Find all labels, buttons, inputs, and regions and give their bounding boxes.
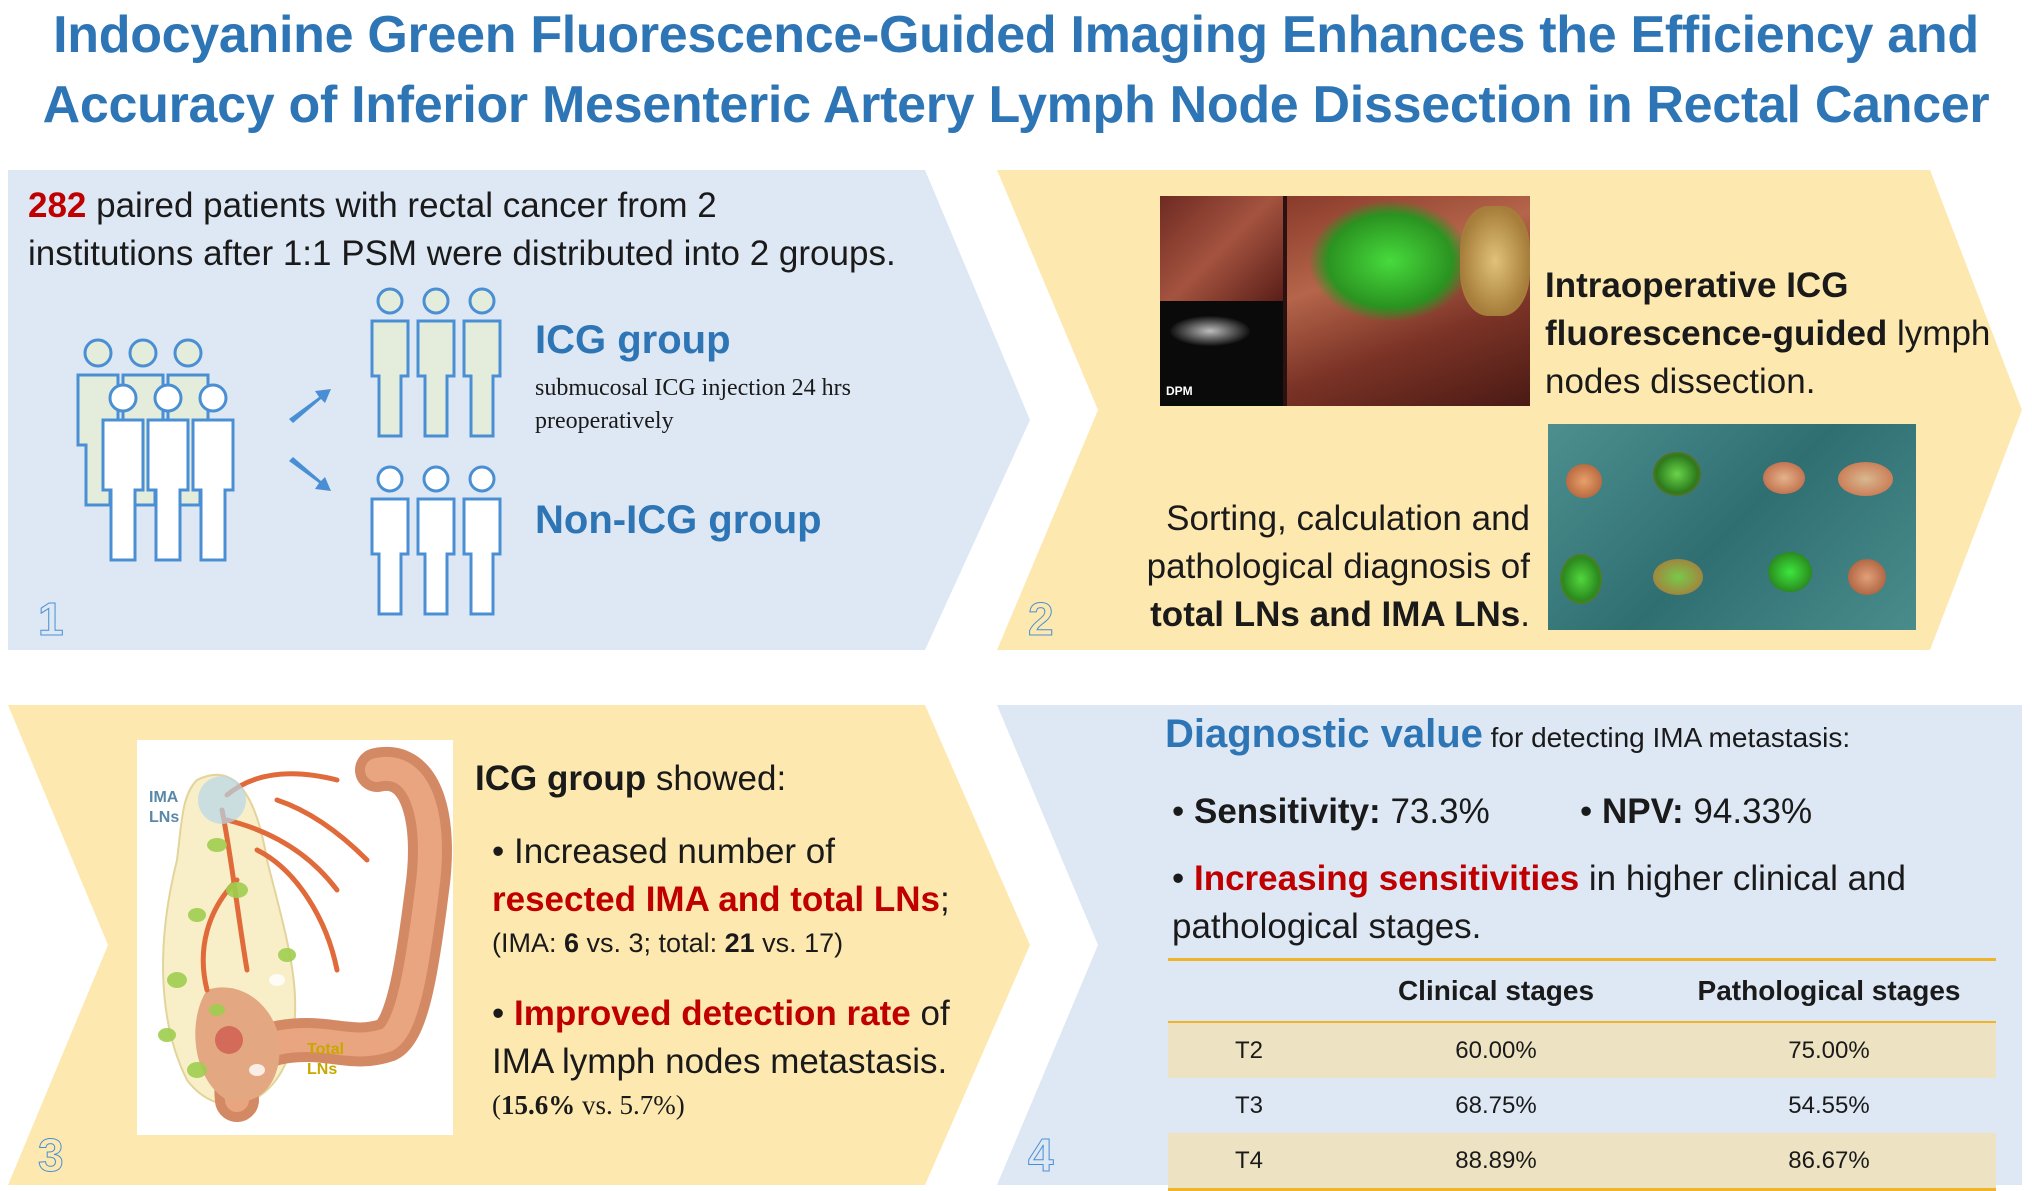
panel-3-number: 3 xyxy=(38,1129,65,1182)
detail2-icg-rate: 15.6% xyxy=(501,1090,576,1120)
detail1-total-icg: 21 xyxy=(724,928,755,958)
lymph-nodes-photo xyxy=(1548,424,1916,630)
table-header-stage xyxy=(1168,960,1330,1023)
sensitivity-table: Clinical stages Pathological stages T2 6… xyxy=(1168,958,1996,1191)
table-cell: 60.00% xyxy=(1330,1022,1662,1078)
detail1-e: vs. 17) xyxy=(754,928,844,958)
panel-2-text-1: Intraoperative ICG fluorescence-guided l… xyxy=(1545,262,2015,406)
npv-line: • NPV: 94.33% xyxy=(1580,792,1813,831)
bullet-2-marker: • xyxy=(492,994,514,1033)
photo-overlay-label: DPM xyxy=(1166,384,1193,398)
diagnostic-value-subtitle: for detecting IMA metastasis: xyxy=(1482,722,1851,753)
bullet-1-line-1: • Increased number of xyxy=(492,832,835,871)
table-header-pathological: Pathological stages xyxy=(1697,975,1961,1006)
title-line-2: Accuracy of Inferior Mesenteric Artery L… xyxy=(42,76,1990,134)
bullet-1: • Increased number of resected IMA and t… xyxy=(492,828,972,924)
sorting-period: . xyxy=(1520,595,1530,634)
bullet-2-of: of xyxy=(910,994,950,1033)
colon-diagram xyxy=(158,747,452,1122)
anatomy-illustration: IMA LNs Total LNs xyxy=(137,740,453,1135)
non-icg-group-label: Non-ICG group xyxy=(535,498,822,542)
panel-2-text-2: Sorting, calculation and pathological di… xyxy=(1100,495,1530,639)
table-cell: 75.00% xyxy=(1662,1022,1996,1078)
intro-text-2: institutions after 1:1 PSM were distribu… xyxy=(28,234,896,273)
table-row: T3 68.75% 54.55% xyxy=(1168,1078,1996,1133)
lns-bold: total LNs and IMA LNs xyxy=(1150,595,1521,634)
arrow-down-right-icon xyxy=(289,457,331,491)
icg-group-bold: ICG group xyxy=(475,759,647,798)
table-cell: 68.75% xyxy=(1455,1091,1537,1119)
panel-1-background xyxy=(8,170,1030,650)
increasing-line-2: pathological stages. xyxy=(1172,907,1482,946)
bullet-2-detail: (15.6% vs. 5.7%) xyxy=(492,1090,685,1121)
diagnostic-value-title: Diagnostic value xyxy=(1165,712,1483,756)
non-icg-group-people-icon xyxy=(370,465,502,616)
table-header-clinical: Clinical stages xyxy=(1397,975,1595,1006)
person-icon xyxy=(146,383,190,562)
sensitivity-label: Sensitivity: xyxy=(1193,792,1381,831)
ima-lns-label: IMA LNs xyxy=(149,789,180,826)
panel-4-heading: Diagnostic value for detecting IMA metas… xyxy=(1165,712,1850,757)
patient-count: 282 xyxy=(28,186,87,225)
showed-text: showed: xyxy=(646,759,787,798)
detail2-c: vs. 5.7%) xyxy=(575,1090,685,1120)
table-row: T4 88.89% 86.67% xyxy=(1168,1133,1996,1190)
table-cell: T3 xyxy=(1234,1091,1263,1119)
npv-value: 94.33% xyxy=(1683,792,1813,831)
detection-rate-red: Improved detection rate xyxy=(513,994,911,1033)
table-cell: 88.89% xyxy=(1330,1133,1662,1190)
intro-text-1: paired patients with rectal cancer from … xyxy=(86,186,717,225)
bullet-2-line-2: IMA lymph nodes metastasis. xyxy=(492,1042,948,1081)
person-icon xyxy=(191,383,235,562)
detail1-ima-icg: 6 xyxy=(564,928,580,958)
bullet-1-semicolon: ; xyxy=(939,880,950,919)
icg-group-people-icon xyxy=(370,287,502,438)
lymph-nodes xyxy=(158,838,296,1078)
total-lns-label: Total LNs xyxy=(307,1041,345,1078)
npv-label: NPV: xyxy=(1601,792,1684,831)
arrow-up-right-icon xyxy=(289,389,331,423)
sensitivity-value: 73.3% xyxy=(1380,792,1490,831)
icg-guided-bold: Intraoperative ICG fluorescence-guided xyxy=(1545,266,1888,353)
page-title: Indocyanine Green Fluorescence-Guided Im… xyxy=(0,0,2032,140)
surgery-photo: DPM xyxy=(1160,196,1530,406)
ima-node-area xyxy=(198,776,246,824)
icg-group-label: ICG group xyxy=(535,318,731,362)
panel-1-intro: 282 paired patients with rectal cancer f… xyxy=(28,182,988,278)
sensitivity-line: • Sensitivity: 73.3% xyxy=(1172,792,1490,831)
tumor-shape xyxy=(215,1026,243,1054)
table-header-row: Clinical stages Pathological stages xyxy=(1168,960,1996,1023)
table-row: T2 60.00% 75.00% xyxy=(1168,1022,1996,1078)
detail1-a: (IMA: xyxy=(492,928,564,958)
increasing-rest: in higher clinical and xyxy=(1579,859,1907,898)
dissection-text: lymph nodes dissection. xyxy=(1545,314,1991,401)
person-icon xyxy=(101,383,145,562)
bullet-1-detail: (IMA: 6 vs. 3; total: 21 vs. 17) xyxy=(492,928,843,959)
sorting-text: Sorting, calculation and pathological di… xyxy=(1146,499,1530,586)
panel-1-number: 1 xyxy=(38,593,65,646)
table-cell: T4 xyxy=(1168,1133,1330,1190)
resected-lns-red: resected IMA and total LNs xyxy=(492,880,940,919)
detail2-a: ( xyxy=(492,1090,501,1120)
panel-4-number: 4 xyxy=(1028,1129,1055,1182)
people-group-icon xyxy=(76,338,235,562)
panel-3-heading: ICG group showed: xyxy=(475,755,786,803)
increasing-sensitivities-red: Increasing sensitivities xyxy=(1193,859,1580,898)
bullet-2: • Improved detection rate of IMA lymph n… xyxy=(492,990,992,1086)
detail1-c: vs. 3; total: xyxy=(579,928,725,958)
increasing-line: • Increasing sensitivities in higher cli… xyxy=(1172,855,1992,951)
icg-group-description: submucosal ICG injection 24 hrs preopera… xyxy=(535,375,851,434)
table-cell: 86.67% xyxy=(1662,1133,1996,1190)
panel-2-number: 2 xyxy=(1028,593,1055,646)
title-line-1: Indocyanine Green Fluorescence-Guided Im… xyxy=(53,6,1979,64)
table-cell: 54.55% xyxy=(1788,1091,1870,1119)
table-cell: T2 xyxy=(1168,1022,1330,1078)
